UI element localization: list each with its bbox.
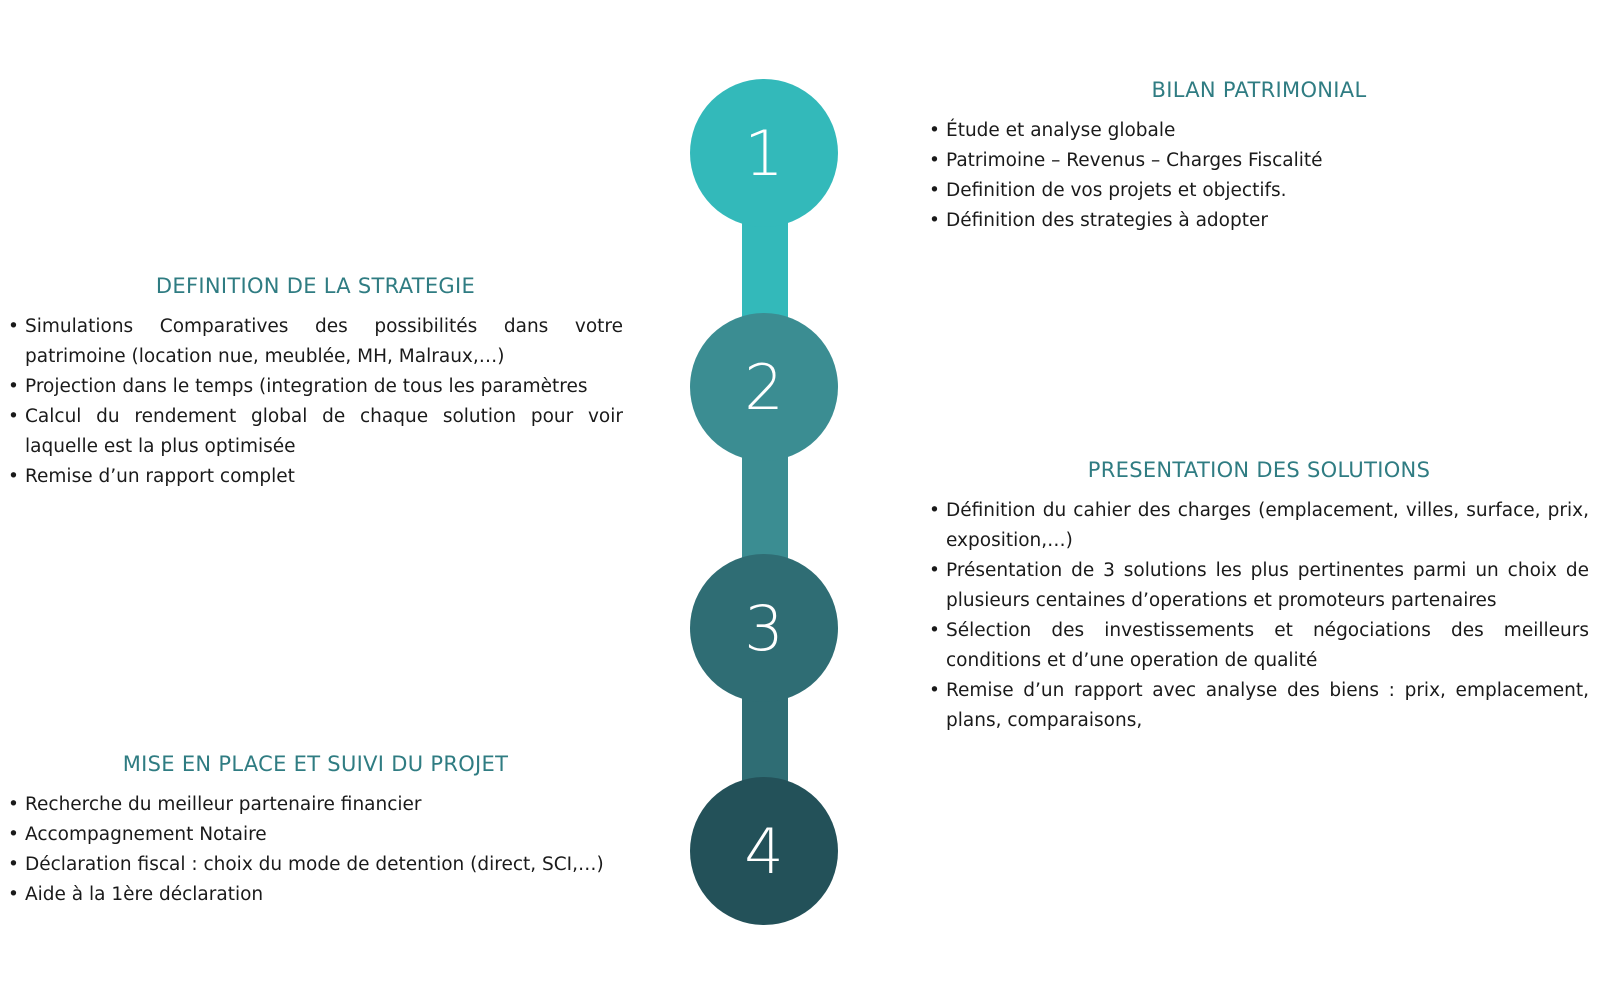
step-1-list: Étude et analyse globale Patrimoine – Re… — [929, 116, 1589, 236]
step-2-list: Simulations Comparatives des possibilité… — [8, 312, 623, 492]
step-2-block: DEFINITION DE LA STRATEGIE Simulations C… — [8, 274, 623, 492]
step-1-circle: 1 — [690, 79, 838, 227]
list-item: Remise d’un rapport avec analyse des bie… — [929, 676, 1589, 736]
step-4-circle: 4 — [690, 777, 838, 925]
list-item: Aide à la 1ère déclaration — [8, 880, 623, 910]
list-item: Étude et analyse globale — [929, 116, 1589, 146]
list-item: Déclaration fiscal : choix du mode de de… — [8, 850, 623, 880]
list-item: Définition des strategies à adopter — [929, 206, 1589, 236]
connector-2-3 — [742, 445, 788, 565]
list-item: Sélection des investissements et négocia… — [929, 616, 1589, 676]
list-item: Calcul du rendement global de chaque sol… — [8, 402, 623, 462]
step-4-block: MISE EN PLACE ET SUIVI DU PROJET Recherc… — [8, 752, 623, 910]
step-1-title: BILAN PATRIMONIAL — [1151, 78, 1367, 102]
list-item: Définition du cahier des charges (emplac… — [929, 496, 1589, 556]
step-3-block: PRESENTATION DES SOLUTIONS Définition du… — [929, 458, 1589, 736]
connector-3-4 — [742, 685, 788, 795]
list-item: Projection dans le temps (integration de… — [8, 372, 623, 402]
step-3-title: PRESENTATION DES SOLUTIONS — [1087, 458, 1431, 482]
list-item: Remise d’un rapport complet — [8, 462, 623, 492]
step-3-list: Définition du cahier des charges (emplac… — [929, 496, 1589, 736]
step-2-title: DEFINITION DE LA STRATEGIE — [155, 274, 476, 298]
connector-1-2 — [742, 210, 788, 330]
step-4-title: MISE EN PLACE ET SUIVI DU PROJET — [122, 752, 509, 776]
step-4-list: Recherche du meilleur partenaire financi… — [8, 790, 623, 910]
step-1-block: BILAN PATRIMONIAL Étude et analyse globa… — [929, 78, 1589, 236]
list-item: Patrimoine – Revenus – Charges Fiscalité — [929, 146, 1589, 176]
list-item: Présentation de 3 solutions les plus per… — [929, 556, 1589, 616]
list-item: Simulations Comparatives des possibilité… — [8, 312, 623, 372]
step-2-circle: 2 — [690, 313, 838, 461]
list-item: Definition de vos projets et objectifs. — [929, 176, 1589, 206]
step-3-circle: 3 — [690, 554, 838, 702]
list-item: Recherche du meilleur partenaire financi… — [8, 790, 623, 820]
list-item: Accompagnement Notaire — [8, 820, 623, 850]
